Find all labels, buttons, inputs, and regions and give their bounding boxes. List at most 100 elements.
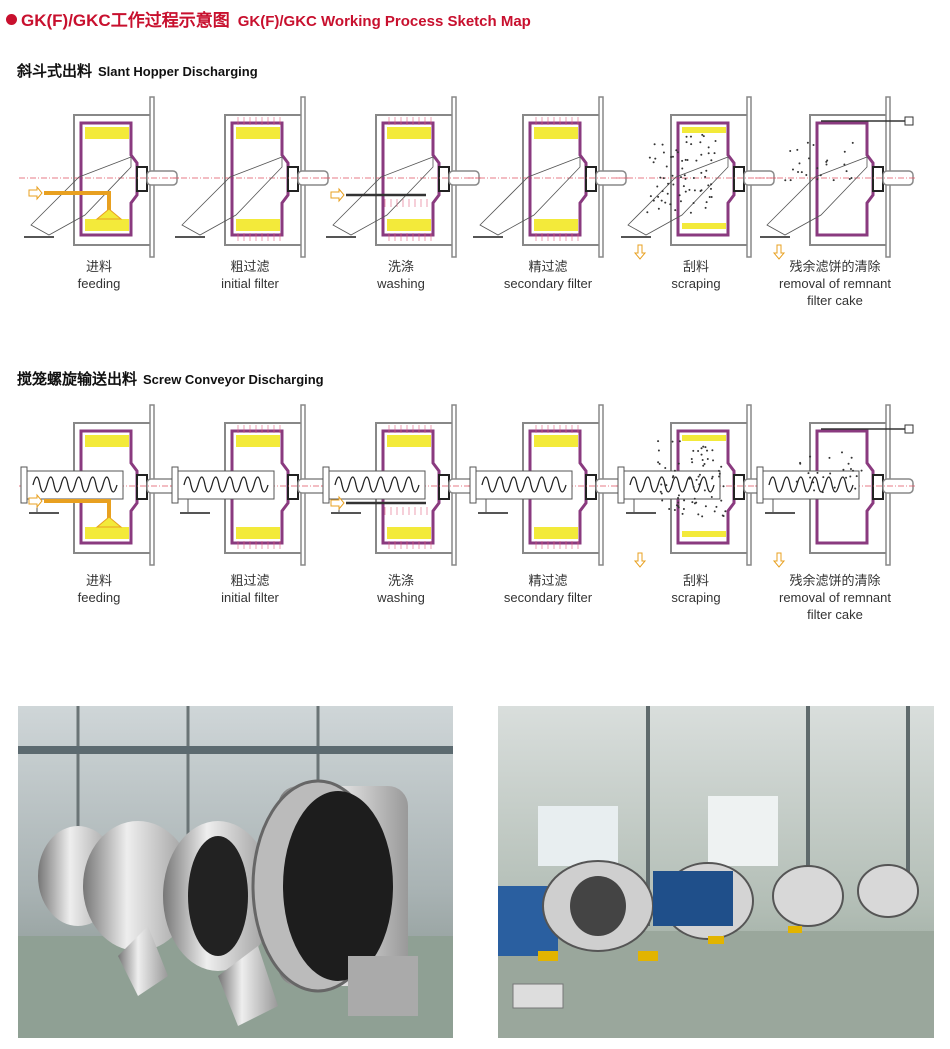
particle — [704, 206, 707, 209]
caption-en: washing — [377, 276, 425, 291]
drum — [528, 121, 588, 237]
caption-cn: 刮料 — [682, 259, 709, 274]
discharge-arrow-icon — [633, 552, 647, 568]
particle — [791, 168, 794, 171]
screw-flight — [481, 476, 567, 493]
particle — [840, 451, 843, 454]
particle — [698, 483, 701, 486]
particle — [698, 473, 701, 476]
filter-cake-top — [236, 435, 280, 447]
title-en: GK(F)/GKC Working Process Sketch Map — [237, 13, 531, 30]
particle — [847, 462, 850, 465]
section-en: Screw Conveyor Discharging — [143, 372, 324, 387]
particle — [701, 133, 704, 136]
particle — [806, 141, 809, 144]
screw-flight — [183, 476, 269, 493]
particle — [720, 465, 723, 468]
particle — [697, 513, 700, 516]
screw-flight — [334, 476, 420, 493]
drum — [381, 121, 441, 237]
particle — [648, 156, 651, 159]
hub — [733, 166, 745, 192]
particle — [825, 160, 828, 163]
particle — [661, 499, 664, 502]
particle — [690, 143, 693, 146]
section-cn: 搅笼螺旋输送出料 — [17, 371, 138, 388]
particle — [691, 461, 694, 464]
hub — [585, 166, 597, 192]
particle — [710, 195, 713, 198]
particle — [695, 159, 698, 162]
diagram-scraping — [616, 96, 776, 260]
particle — [710, 477, 713, 480]
hub — [733, 474, 745, 500]
particle — [684, 158, 687, 161]
particle — [649, 195, 652, 198]
caption-en: initial filter — [221, 590, 279, 605]
particle — [711, 475, 714, 478]
particle — [661, 143, 664, 146]
filter-cake-bottom — [682, 531, 726, 537]
particle — [697, 475, 700, 478]
particle — [703, 463, 706, 466]
particle — [653, 143, 656, 146]
screw-flight — [629, 476, 715, 493]
screw-flight — [768, 476, 854, 493]
hub — [287, 166, 299, 192]
particle — [664, 201, 667, 204]
filter-cake-bottom — [534, 527, 578, 539]
particle — [819, 174, 822, 177]
feed-nozzle — [95, 516, 123, 528]
wash-arrow-icon — [330, 187, 345, 203]
particle — [848, 177, 851, 180]
particle — [722, 515, 725, 518]
caption-en2: filter cake — [807, 293, 863, 308]
particle — [689, 135, 692, 138]
screw-flange — [20, 466, 28, 504]
particle — [854, 487, 857, 490]
particle — [805, 173, 808, 176]
particle — [692, 449, 695, 452]
particle — [707, 146, 710, 149]
drum — [79, 121, 139, 237]
particle — [679, 200, 682, 203]
particle — [708, 196, 711, 199]
particle — [829, 472, 832, 475]
particle — [851, 141, 854, 144]
particle — [809, 476, 812, 479]
drum — [676, 121, 736, 237]
particle — [673, 469, 676, 472]
particle — [850, 177, 853, 180]
hub — [136, 474, 148, 500]
particle — [686, 158, 689, 161]
screw-flange — [617, 466, 625, 504]
particle — [665, 165, 668, 168]
particle — [660, 483, 663, 486]
particle — [833, 486, 836, 489]
slant-hopper — [181, 156, 283, 236]
caption-en2: filter cake — [807, 607, 863, 622]
filter-cake-bottom — [387, 527, 431, 539]
filter-cake-bottom — [236, 527, 280, 539]
particle — [800, 171, 803, 174]
particle — [707, 152, 710, 155]
diagram-secondary — [468, 404, 628, 566]
particle — [712, 459, 715, 462]
caption-cn: 洗涤 — [387, 259, 414, 274]
particle — [702, 135, 705, 138]
particle — [657, 461, 660, 464]
particle — [692, 177, 695, 180]
diagram-washing — [321, 404, 481, 566]
particle — [849, 467, 852, 470]
particle — [672, 475, 675, 478]
particle — [724, 510, 727, 513]
caption-en: secondary filter — [503, 276, 593, 291]
section-en: Slant Hopper Discharging — [98, 64, 258, 79]
particle — [689, 211, 692, 214]
blowback-nozzle — [904, 424, 914, 434]
